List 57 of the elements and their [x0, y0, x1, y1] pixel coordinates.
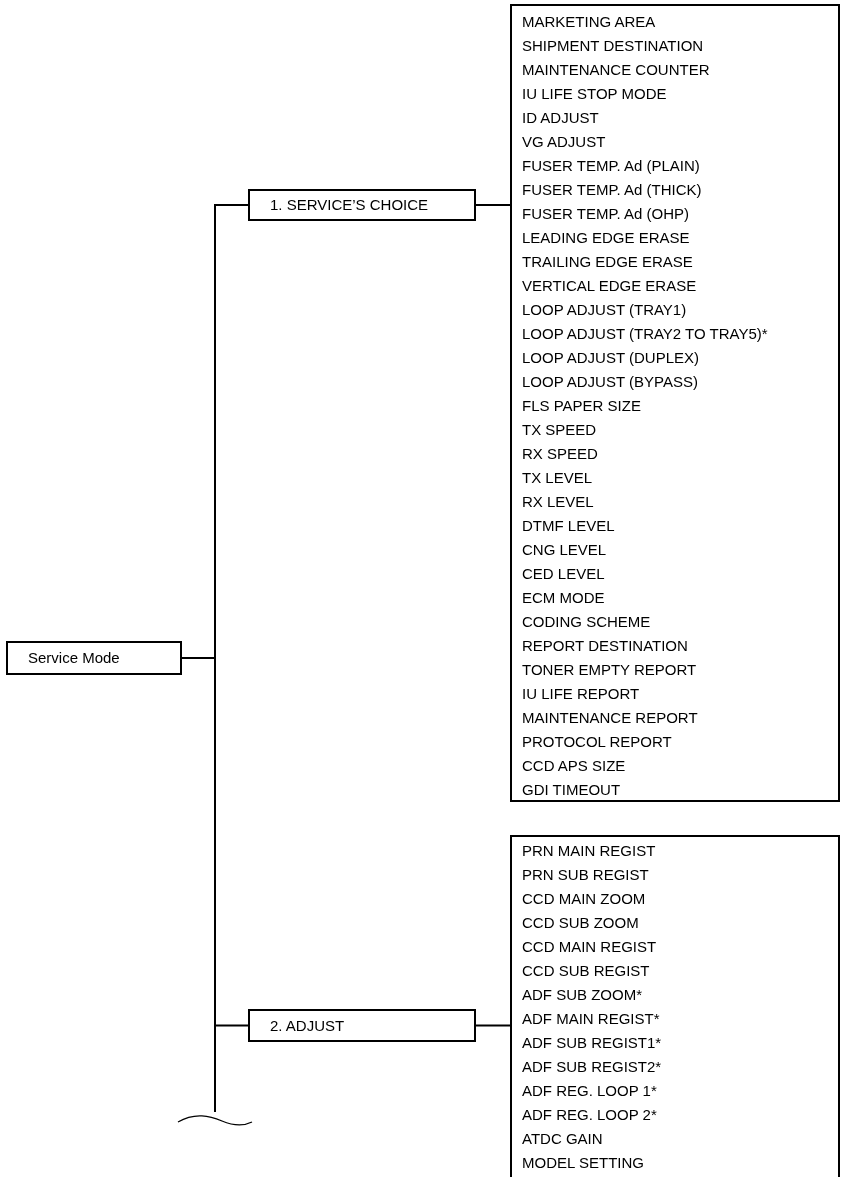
- list-item: LOOP ADJUST (DUPLEX): [521, 348, 700, 368]
- connector-line: [475, 204, 511, 206]
- list-item: ID ADJUST: [521, 108, 600, 128]
- list-item: LEADING EDGE ERASE: [521, 228, 691, 248]
- list-item: ECM MODE: [521, 588, 606, 608]
- list-item: VG ADJUST: [521, 132, 607, 152]
- list-item: CCD SUB ZOOM: [521, 913, 640, 933]
- list-item: PRN MAIN REGIST: [521, 841, 657, 861]
- list-item: FUSER TEMP. Ad (PLAIN): [521, 156, 701, 176]
- list-item: MARKETING AREA: [521, 12, 657, 32]
- list-item: ADF REG. LOOP 2*: [521, 1105, 658, 1125]
- list-item: ADF SUB REGIST1*: [521, 1033, 663, 1053]
- menu-box: [248, 1009, 476, 1042]
- list-item: CED LEVEL: [521, 564, 606, 584]
- list-item: CCD MAIN REGIST: [521, 937, 658, 957]
- list-item: CNG LEVEL: [521, 540, 608, 560]
- box-label: 2. ADJUST: [270, 1015, 345, 1036]
- item-list-panel: [510, 835, 840, 1177]
- menu-box: [248, 189, 476, 221]
- list-item: LOOP ADJUST (TRAY2 TO TRAY5)*: [521, 324, 769, 344]
- list-item: TX LEVEL: [521, 468, 594, 488]
- list-item: GDI TIMEOUT: [521, 780, 622, 800]
- list-item: TX SPEED: [521, 420, 598, 440]
- list-item: CCD MAIN ZOOM: [521, 889, 647, 909]
- list-item: CCD SUB REGIST: [521, 961, 651, 981]
- list-item: MAINTENANCE REPORT: [521, 708, 699, 728]
- list-item: CODING SCHEME: [521, 612, 652, 632]
- list-item: DTMF LEVEL: [521, 516, 616, 536]
- list-item: ADF REG. LOOP 1*: [521, 1081, 658, 1101]
- list-item: MAINTENANCE COUNTER: [521, 60, 711, 80]
- list-item: ATDC GAIN: [521, 1129, 604, 1149]
- list-item: IU LIFE REPORT: [521, 684, 641, 704]
- connector-line: [475, 1024, 511, 1027]
- list-item: LOOP ADJUST (BYPASS): [521, 372, 699, 392]
- list-item: FLS PAPER SIZE: [521, 396, 642, 416]
- list-item: PRN SUB REGIST: [521, 865, 650, 885]
- list-item: VERTICAL EDGE ERASE: [521, 276, 698, 296]
- list-item: FUSER TEMP. Ad (THICK): [521, 180, 703, 200]
- list-item: SHIPMENT DESTINATION: [521, 36, 705, 56]
- list-item: RX SPEED: [521, 444, 599, 464]
- box-label: 1. SERVICE’S CHOICE: [270, 195, 429, 215]
- list-item: IU LIFE STOP MODE: [521, 84, 668, 104]
- box-label: Service Mode: [28, 648, 120, 668]
- item-list-panel: [510, 4, 840, 802]
- list-item: TONER EMPTY REPORT: [521, 660, 698, 680]
- list-item: REPORT DESTINATION: [521, 636, 689, 656]
- list-item: TRAILING EDGE ERASE: [521, 252, 694, 272]
- list-item: FUSER TEMP. Ad (OHP): [521, 204, 690, 224]
- list-item: LOOP ADJUST (TRAY1): [521, 300, 688, 320]
- list-item: ADF SUB REGIST2*: [521, 1057, 663, 1077]
- menu-box: [6, 641, 182, 675]
- list-item: ADF MAIN REGIST*: [521, 1009, 661, 1029]
- list-item: MODEL SETTING: [521, 1153, 645, 1173]
- list-item: PROTOCOL REPORT: [521, 732, 673, 752]
- list-item: CCD APS SIZE: [521, 756, 627, 776]
- list-item: RX LEVEL: [521, 492, 595, 512]
- list-item: ADF SUB ZOOM*: [521, 985, 643, 1005]
